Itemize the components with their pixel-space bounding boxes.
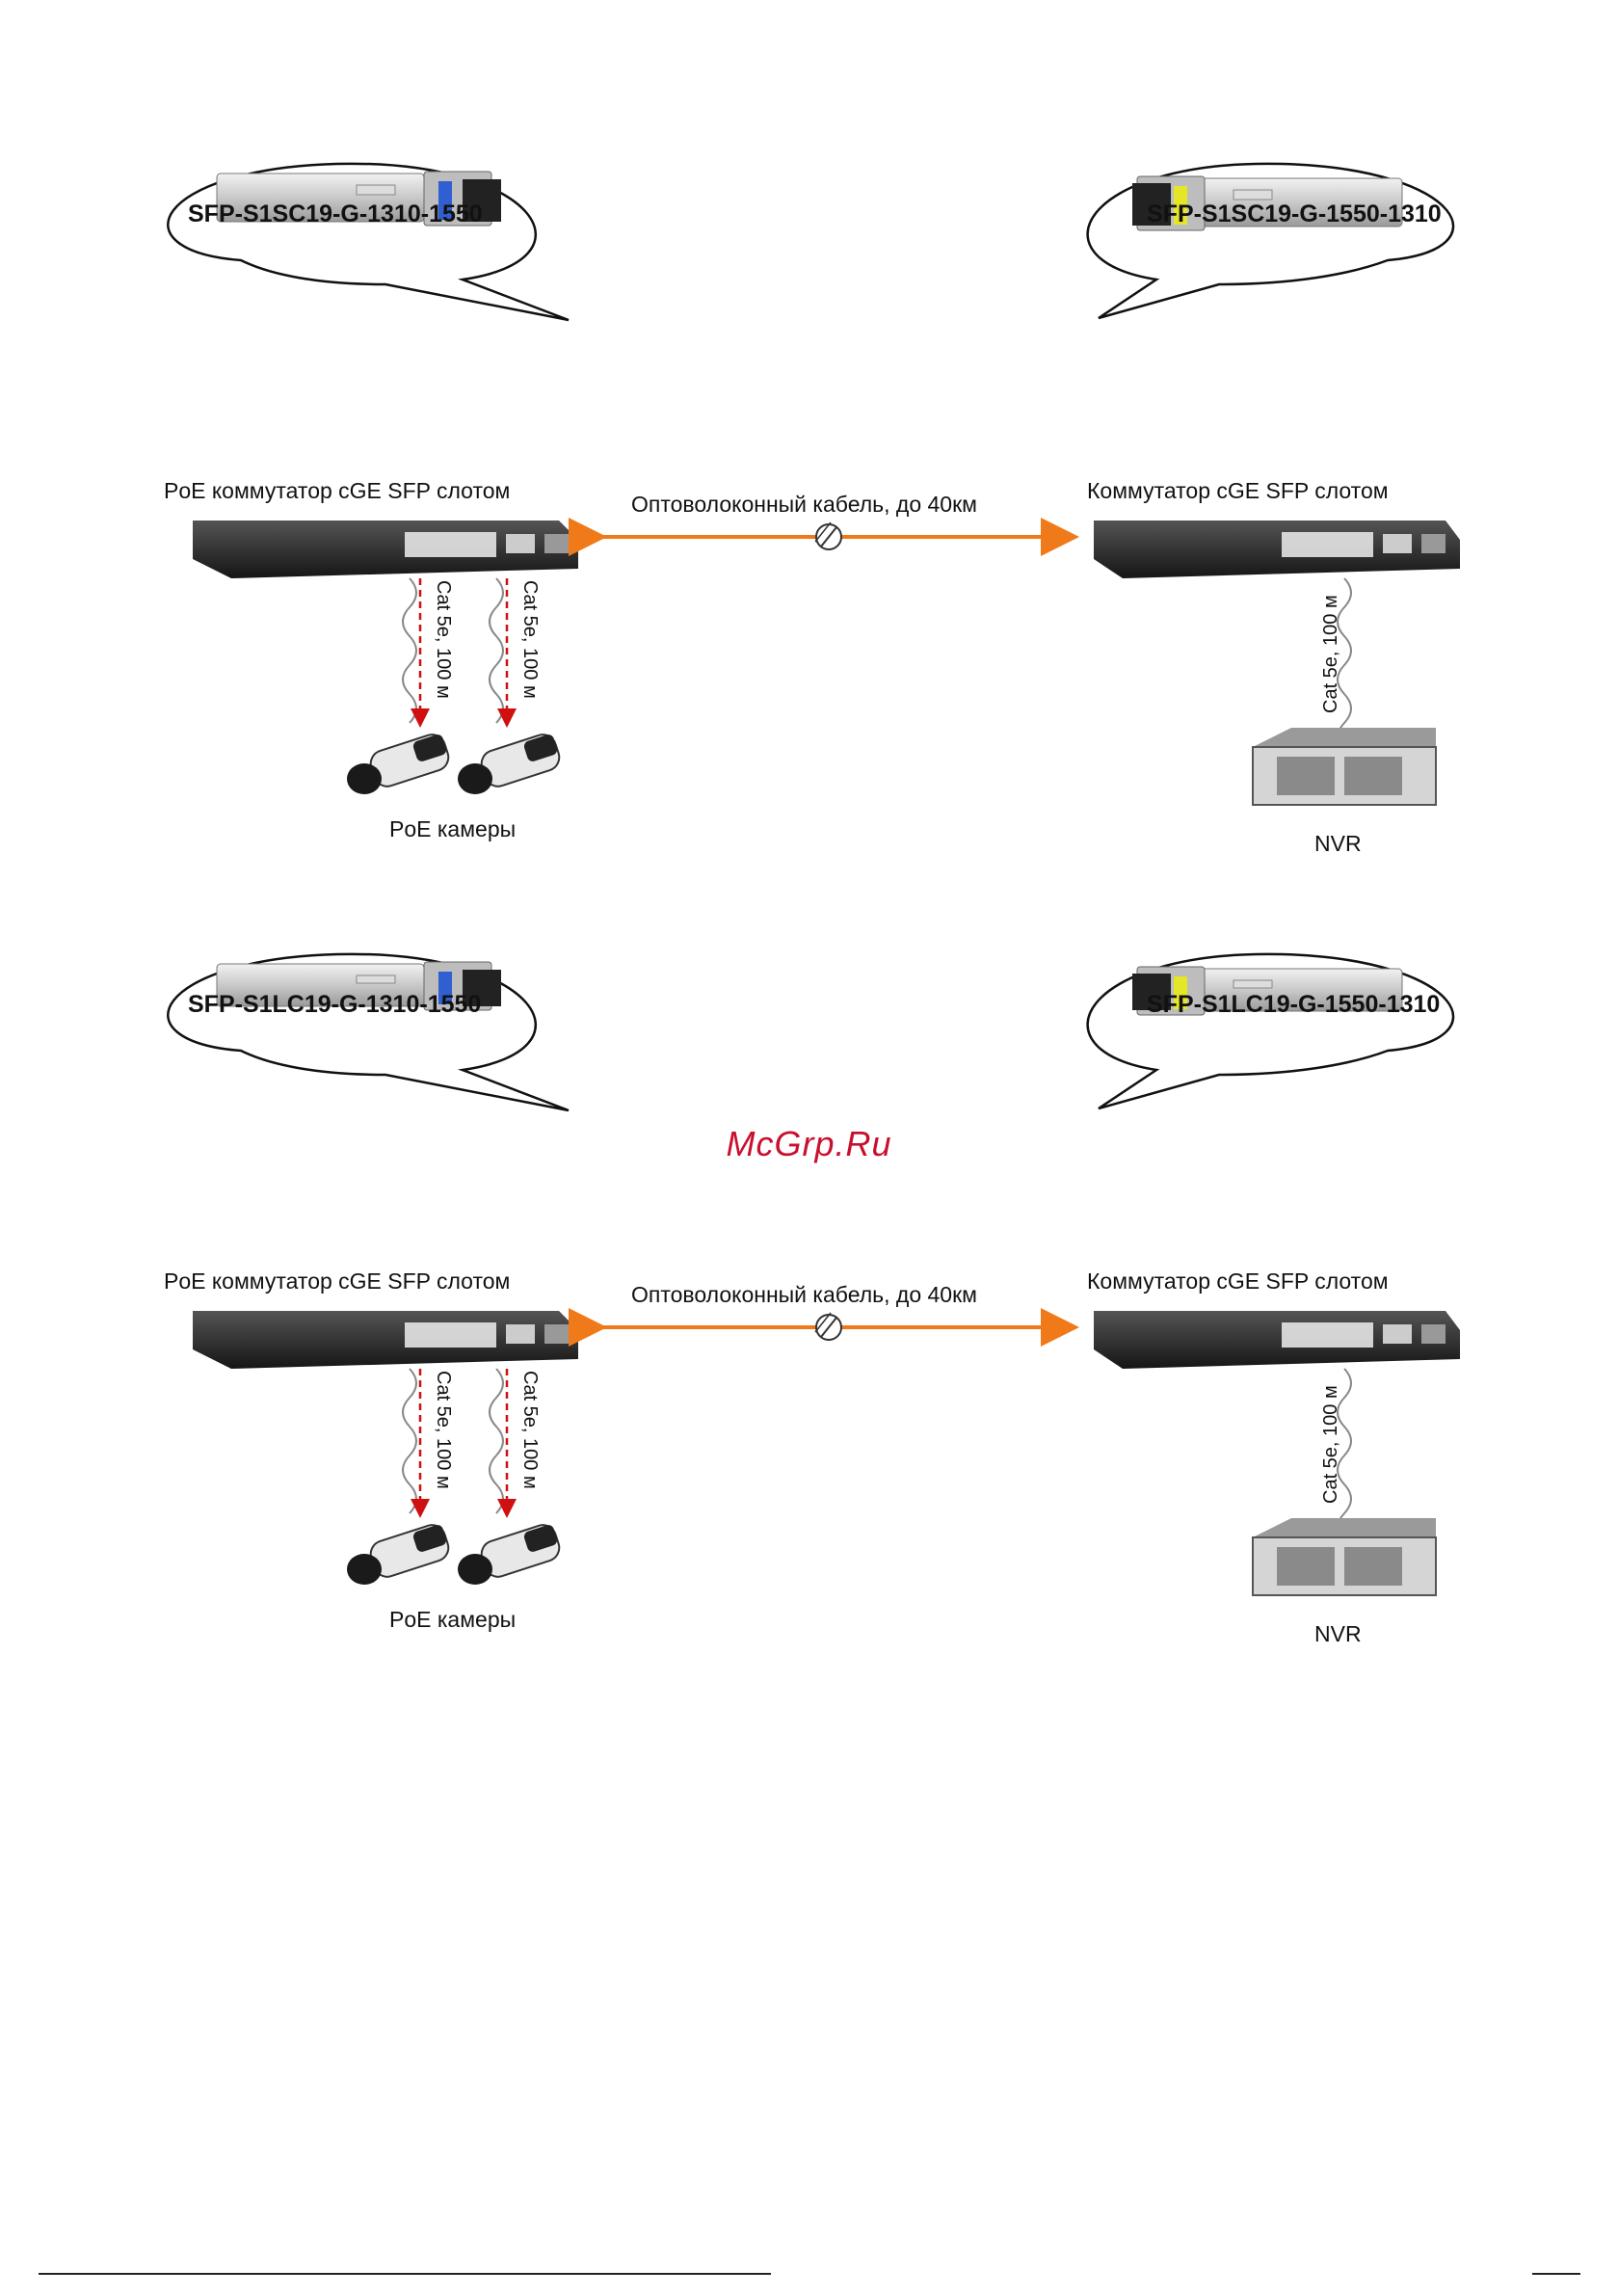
camera-icon-1: [347, 734, 450, 794]
right-sfp-model: SFP-S1LC19-G-1550-1310: [1147, 991, 1441, 1018]
fiber-coil-icon: [814, 521, 842, 550]
nvr-server-icon: [1252, 1518, 1437, 1596]
cameras-label: PoE камеры: [389, 816, 517, 841]
diagram-graphics: [167, 162, 1460, 806]
camera-icon-2: [458, 1524, 561, 1585]
footer-rule-right: [1532, 2273, 1580, 2275]
fiber-label: Оптоволоконный кабель, до 40км: [631, 1282, 977, 1307]
nvr-cable: [1337, 1368, 1352, 1543]
right-switch: [1094, 1311, 1460, 1369]
watermark: McGrp.Ru: [726, 1124, 892, 1163]
right-sfp-module: [1132, 966, 1403, 1016]
left-sfp-model: SFP-S1LC19-G-1310-1550: [188, 991, 482, 1018]
fiber-label: Оптоволоконный кабель, до 40км: [631, 492, 977, 517]
camera-icon-1: [347, 1524, 450, 1585]
diagram-graphics: [167, 952, 1460, 1596]
camera-cable-1: [402, 1368, 430, 1518]
left-switch-label: PoE коммутатор cGE SFP слотом: [164, 478, 511, 503]
cable-label-2: Cat 5e, 100 м: [519, 580, 541, 699]
cable-label-1: Cat 5e, 100 м: [433, 1371, 454, 1489]
cameras-label: PoE камеры: [389, 1607, 517, 1632]
network-diagram-sc: SFP-S1SC19-G-1310-1550 SFP-S1SC19-G-1550…: [0, 0, 1618, 868]
cable-label-1: Cat 5e, 100 м: [433, 580, 454, 699]
left-sfp-module: [216, 961, 501, 1011]
nvr-label: NVR: [1314, 1621, 1362, 1646]
camera-cable-1: [402, 577, 430, 728]
nvr-label: NVR: [1314, 831, 1362, 856]
footer-rule-left: [39, 2273, 771, 2275]
left-sfp-model: SFP-S1SC19-G-1310-1550: [188, 200, 483, 227]
fiber-coil-icon: [814, 1312, 842, 1341]
right-sfp-bubble: [1086, 952, 1455, 1110]
camera-cable-2: [489, 577, 517, 728]
right-sfp-model: SFP-S1SC19-G-1550-1310: [1147, 200, 1442, 227]
right-switch-label: Коммутатор cGE SFP слотом: [1087, 478, 1389, 503]
camera-cable-2: [489, 1368, 517, 1518]
left-sfp-module: [216, 171, 501, 227]
nvr-server-icon: [1252, 728, 1437, 806]
cable-label-nvr: Cat 5e, 100 м: [1320, 1385, 1341, 1504]
right-switch-label: Коммутатор cGE SFP слотом: [1087, 1268, 1389, 1294]
right-sfp-bubble: [1086, 162, 1455, 320]
left-switch: [193, 521, 578, 578]
cable-label-nvr: Cat 5e, 100 м: [1320, 595, 1341, 713]
camera-icon-2: [458, 734, 561, 794]
network-diagram-lc: SFP-S1LC19-G-1310-1550 SFP-S1LC19-G-1550…: [0, 952, 1618, 1822]
left-switch-label: PoE коммутатор cGE SFP слотом: [164, 1268, 511, 1294]
cable-label-2: Cat 5e, 100 м: [519, 1371, 541, 1489]
left-switch: [193, 1311, 578, 1369]
right-sfp-module: [1132, 175, 1403, 231]
right-switch: [1094, 521, 1460, 578]
nvr-cable: [1337, 577, 1352, 753]
